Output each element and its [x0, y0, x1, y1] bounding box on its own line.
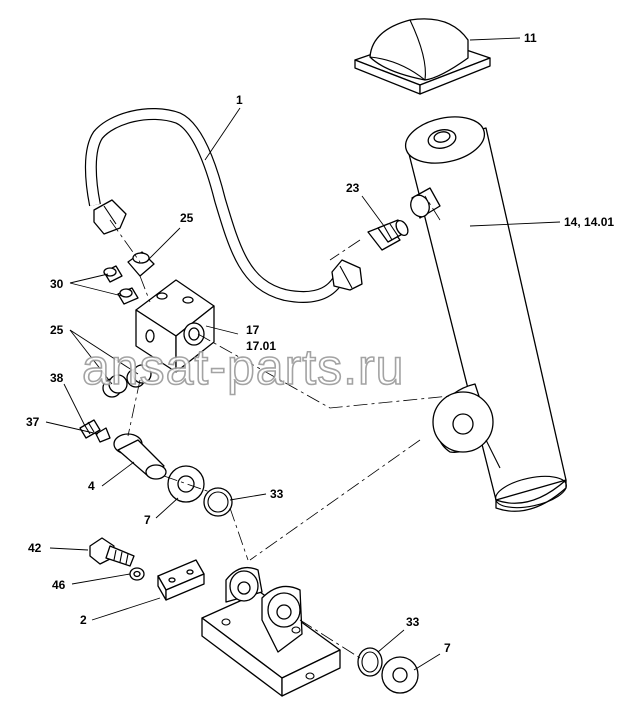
part-14-cylinder	[404, 116, 567, 512]
part-33-oring-upper	[203, 487, 233, 517]
callout-33-lower: 33	[406, 615, 420, 629]
callout-11: 11	[524, 31, 537, 45]
part-25-plug-upper	[127, 251, 155, 277]
callout-42: 42	[28, 541, 42, 555]
callout-7-lower: 7	[444, 641, 451, 655]
part-2-plate	[157, 559, 205, 601]
part-23-adapter	[367, 219, 409, 251]
part-7-washer-lower	[381, 656, 419, 694]
callout-14: 14, 14.01	[564, 215, 614, 229]
callout-labels: 1 11 14, 14.01 23 25 30 17 17.01 25 38 3…	[26, 31, 614, 655]
callout-17-01: 17.01	[246, 339, 276, 353]
part-1-pipe	[84, 108, 363, 303]
callout-46: 46	[52, 578, 66, 592]
callout-38: 38	[50, 371, 64, 385]
part-17-valve-block	[135, 279, 215, 373]
part-4-pin	[113, 433, 167, 480]
mounting-bracket	[201, 566, 341, 697]
callout-37: 37	[26, 415, 40, 429]
callout-33-upper: 33	[270, 487, 284, 501]
part-30-plug-b	[117, 287, 139, 305]
callout-1: 1	[236, 93, 243, 107]
part-25-plugs-lower	[102, 364, 152, 398]
callout-4: 4	[88, 479, 95, 493]
part-37-fitting	[95, 427, 111, 443]
leader-lines	[45, 37, 561, 671]
callout-2: 2	[80, 613, 87, 627]
assembly-centerlines	[109, 195, 451, 659]
part-33-oring-lower	[357, 647, 383, 677]
part-42-bolt	[89, 537, 135, 567]
callout-25-lower: 25	[50, 323, 64, 337]
callout-17: 17	[246, 323, 260, 337]
watermark: ansat-parts.ru	[82, 339, 404, 395]
part-46-washer	[129, 567, 145, 581]
callout-23: 23	[346, 181, 360, 195]
callout-25-upper: 25	[180, 211, 194, 225]
part-7-washer-upper	[167, 465, 205, 503]
part-38-fitting	[79, 419, 101, 439]
callout-7-upper: 7	[144, 513, 151, 527]
part-11-bump-stop	[354, 18, 491, 95]
callout-30: 30	[50, 277, 64, 291]
part-30-plug-a	[103, 265, 123, 283]
